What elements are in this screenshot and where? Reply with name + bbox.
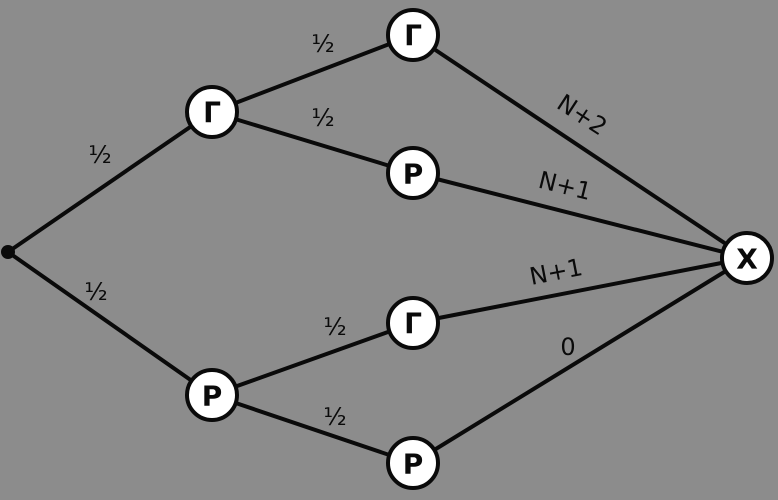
label-pp-x: 0 — [560, 333, 575, 361]
node-gamma-p: P — [386, 146, 440, 200]
node-gamma-gamma-label: Γ — [404, 20, 422, 53]
node-p-gamma: Γ — [386, 296, 440, 350]
edge-labels: ½ ½ ½ ½ ½ ½ N+2 N+1 N+1 0 — [84, 30, 612, 431]
node-p-p-label: P — [403, 448, 424, 481]
node-gamma-gamma: Γ — [386, 8, 440, 62]
edge-gamma-p — [210, 110, 415, 175]
node-p-level1-label: P — [202, 380, 223, 413]
node-gamma-level1: Γ — [185, 85, 239, 139]
label-root-gamma: ½ — [88, 141, 111, 169]
label-p-gamma: ½ — [323, 313, 346, 341]
label-gamma-gamma: ½ — [311, 30, 334, 58]
node-p-gamma-label: Γ — [404, 308, 422, 341]
edge-gamma-gamma — [210, 33, 415, 114]
node-gamma-p-label: P — [403, 158, 424, 191]
node-gamma-level1-label: Γ — [203, 97, 221, 130]
edge-gp-x — [411, 171, 749, 260]
label-gamma-p: ½ — [311, 104, 334, 132]
label-pg-x: N+1 — [527, 253, 585, 291]
edge-pg-x — [411, 256, 749, 325]
edge-p-gamma — [210, 321, 415, 397]
edge-root-gamma — [6, 110, 214, 254]
node-p-p: P — [386, 436, 440, 490]
edges — [6, 33, 749, 465]
node-x-label: X — [736, 243, 758, 276]
edge-root-p — [6, 250, 214, 397]
root-point — [1, 245, 15, 259]
node-x: X — [720, 231, 774, 285]
label-p-p: ½ — [323, 403, 346, 431]
nodes: Γ P Γ P Γ P X — [185, 8, 774, 490]
edge-gg-x — [411, 33, 749, 260]
edge-pp-x — [411, 256, 749, 465]
label-gp-x: N+1 — [536, 166, 595, 206]
edge-p-p — [210, 393, 415, 465]
node-p-level1: P — [185, 368, 239, 422]
label-root-p: ½ — [84, 278, 107, 306]
